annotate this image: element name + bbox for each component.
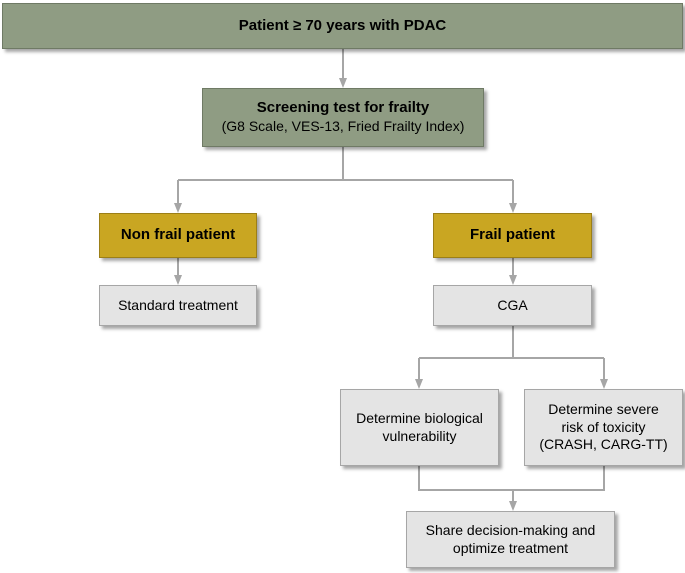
frail-box: Frail patient (433, 213, 592, 258)
non-frail-label: Non frail patient (120, 226, 236, 244)
decision-line2: optimize treatment (452, 539, 569, 556)
cga-box: CGA (433, 285, 592, 326)
toxicity-line2: risk of toxicity (561, 418, 646, 435)
toxicity-line3: (CRASH, CARG-TT) (539, 436, 668, 453)
biological-vulnerability-box: Determine biological vulnerability (340, 389, 499, 466)
decision-box: Share decision-making and optimize treat… (406, 511, 615, 568)
toxicity-line1: Determine severe (548, 401, 659, 418)
non-frail-box: Non frail patient (99, 213, 257, 258)
connector-merge (418, 466, 605, 491)
standard-treatment-box: Standard treatment (99, 285, 257, 326)
patient-label: Patient ≥ 70 years with PDAC (238, 16, 447, 34)
biological-line1: Determine biological (356, 410, 483, 426)
screening-box: Screening test for frailty (G8 Scale, VE… (202, 88, 484, 147)
connector-cga-split (419, 326, 604, 359)
patient-box: Patient ≥ 70 years with PDAC (2, 3, 683, 49)
frail-label: Frail patient (469, 226, 555, 244)
standard-treatment-label: Standard treatment (118, 296, 238, 313)
decision-line1: Share decision-making and (425, 522, 596, 538)
screening-title: Screening test for frailty (256, 99, 430, 117)
biological-line2: vulnerability (382, 427, 457, 444)
cga-label: CGA (497, 296, 528, 313)
connector-screening-split (178, 147, 513, 181)
toxicity-risk-box: Determine severe risk of toxicity (CRASH… (524, 389, 683, 466)
screening-tools: (G8 Scale, VES-13, Fried Frailty Index) (221, 118, 465, 135)
